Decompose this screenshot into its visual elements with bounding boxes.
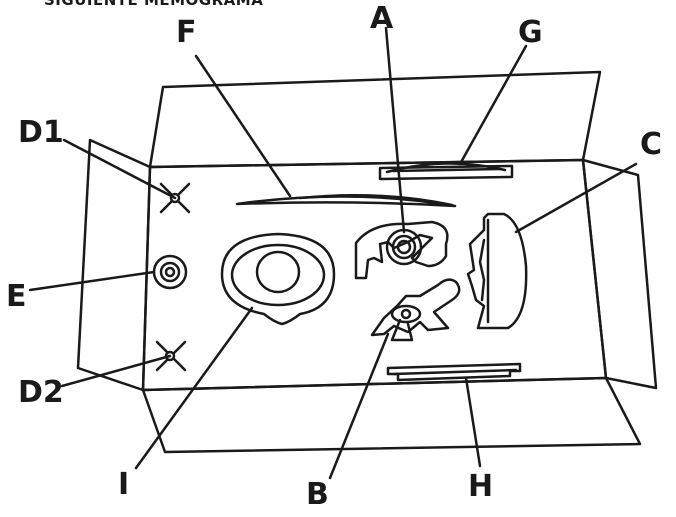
right-flap [581, 158, 658, 390]
leader-b [328, 332, 390, 480]
label-a: A [370, 1, 394, 36]
box-outline [76, 70, 658, 454]
label-g: G [518, 15, 543, 50]
part-i [220, 232, 336, 326]
label-f: F [176, 15, 197, 50]
label-e: E [6, 279, 27, 314]
leader-c [514, 162, 638, 234]
leader-g [458, 44, 528, 166]
part-e [152, 254, 188, 290]
part-h [386, 362, 522, 382]
part-f [235, 193, 457, 208]
label-d2: D2 [18, 375, 64, 410]
leader-f [194, 54, 292, 198]
label-h: H [468, 469, 494, 504]
label-b: B [306, 477, 329, 512]
leader-e [28, 270, 156, 292]
label-d1: D1 [18, 115, 64, 150]
leader-d1 [62, 138, 177, 200]
leader-a [384, 26, 406, 234]
part-a [354, 220, 449, 280]
part-b [370, 278, 461, 342]
leader-h [464, 376, 482, 468]
leader-i [134, 306, 254, 470]
header-text-cropped: SIGUIENTE MEMOGRAMA [44, 0, 264, 9]
label-i: I [118, 467, 130, 502]
part-c [466, 212, 528, 330]
label-c: C [640, 127, 663, 162]
leader-d2 [60, 354, 172, 388]
leader-lines [28, 26, 638, 480]
bottom-flap [141, 376, 642, 454]
left-flap [76, 138, 152, 392]
